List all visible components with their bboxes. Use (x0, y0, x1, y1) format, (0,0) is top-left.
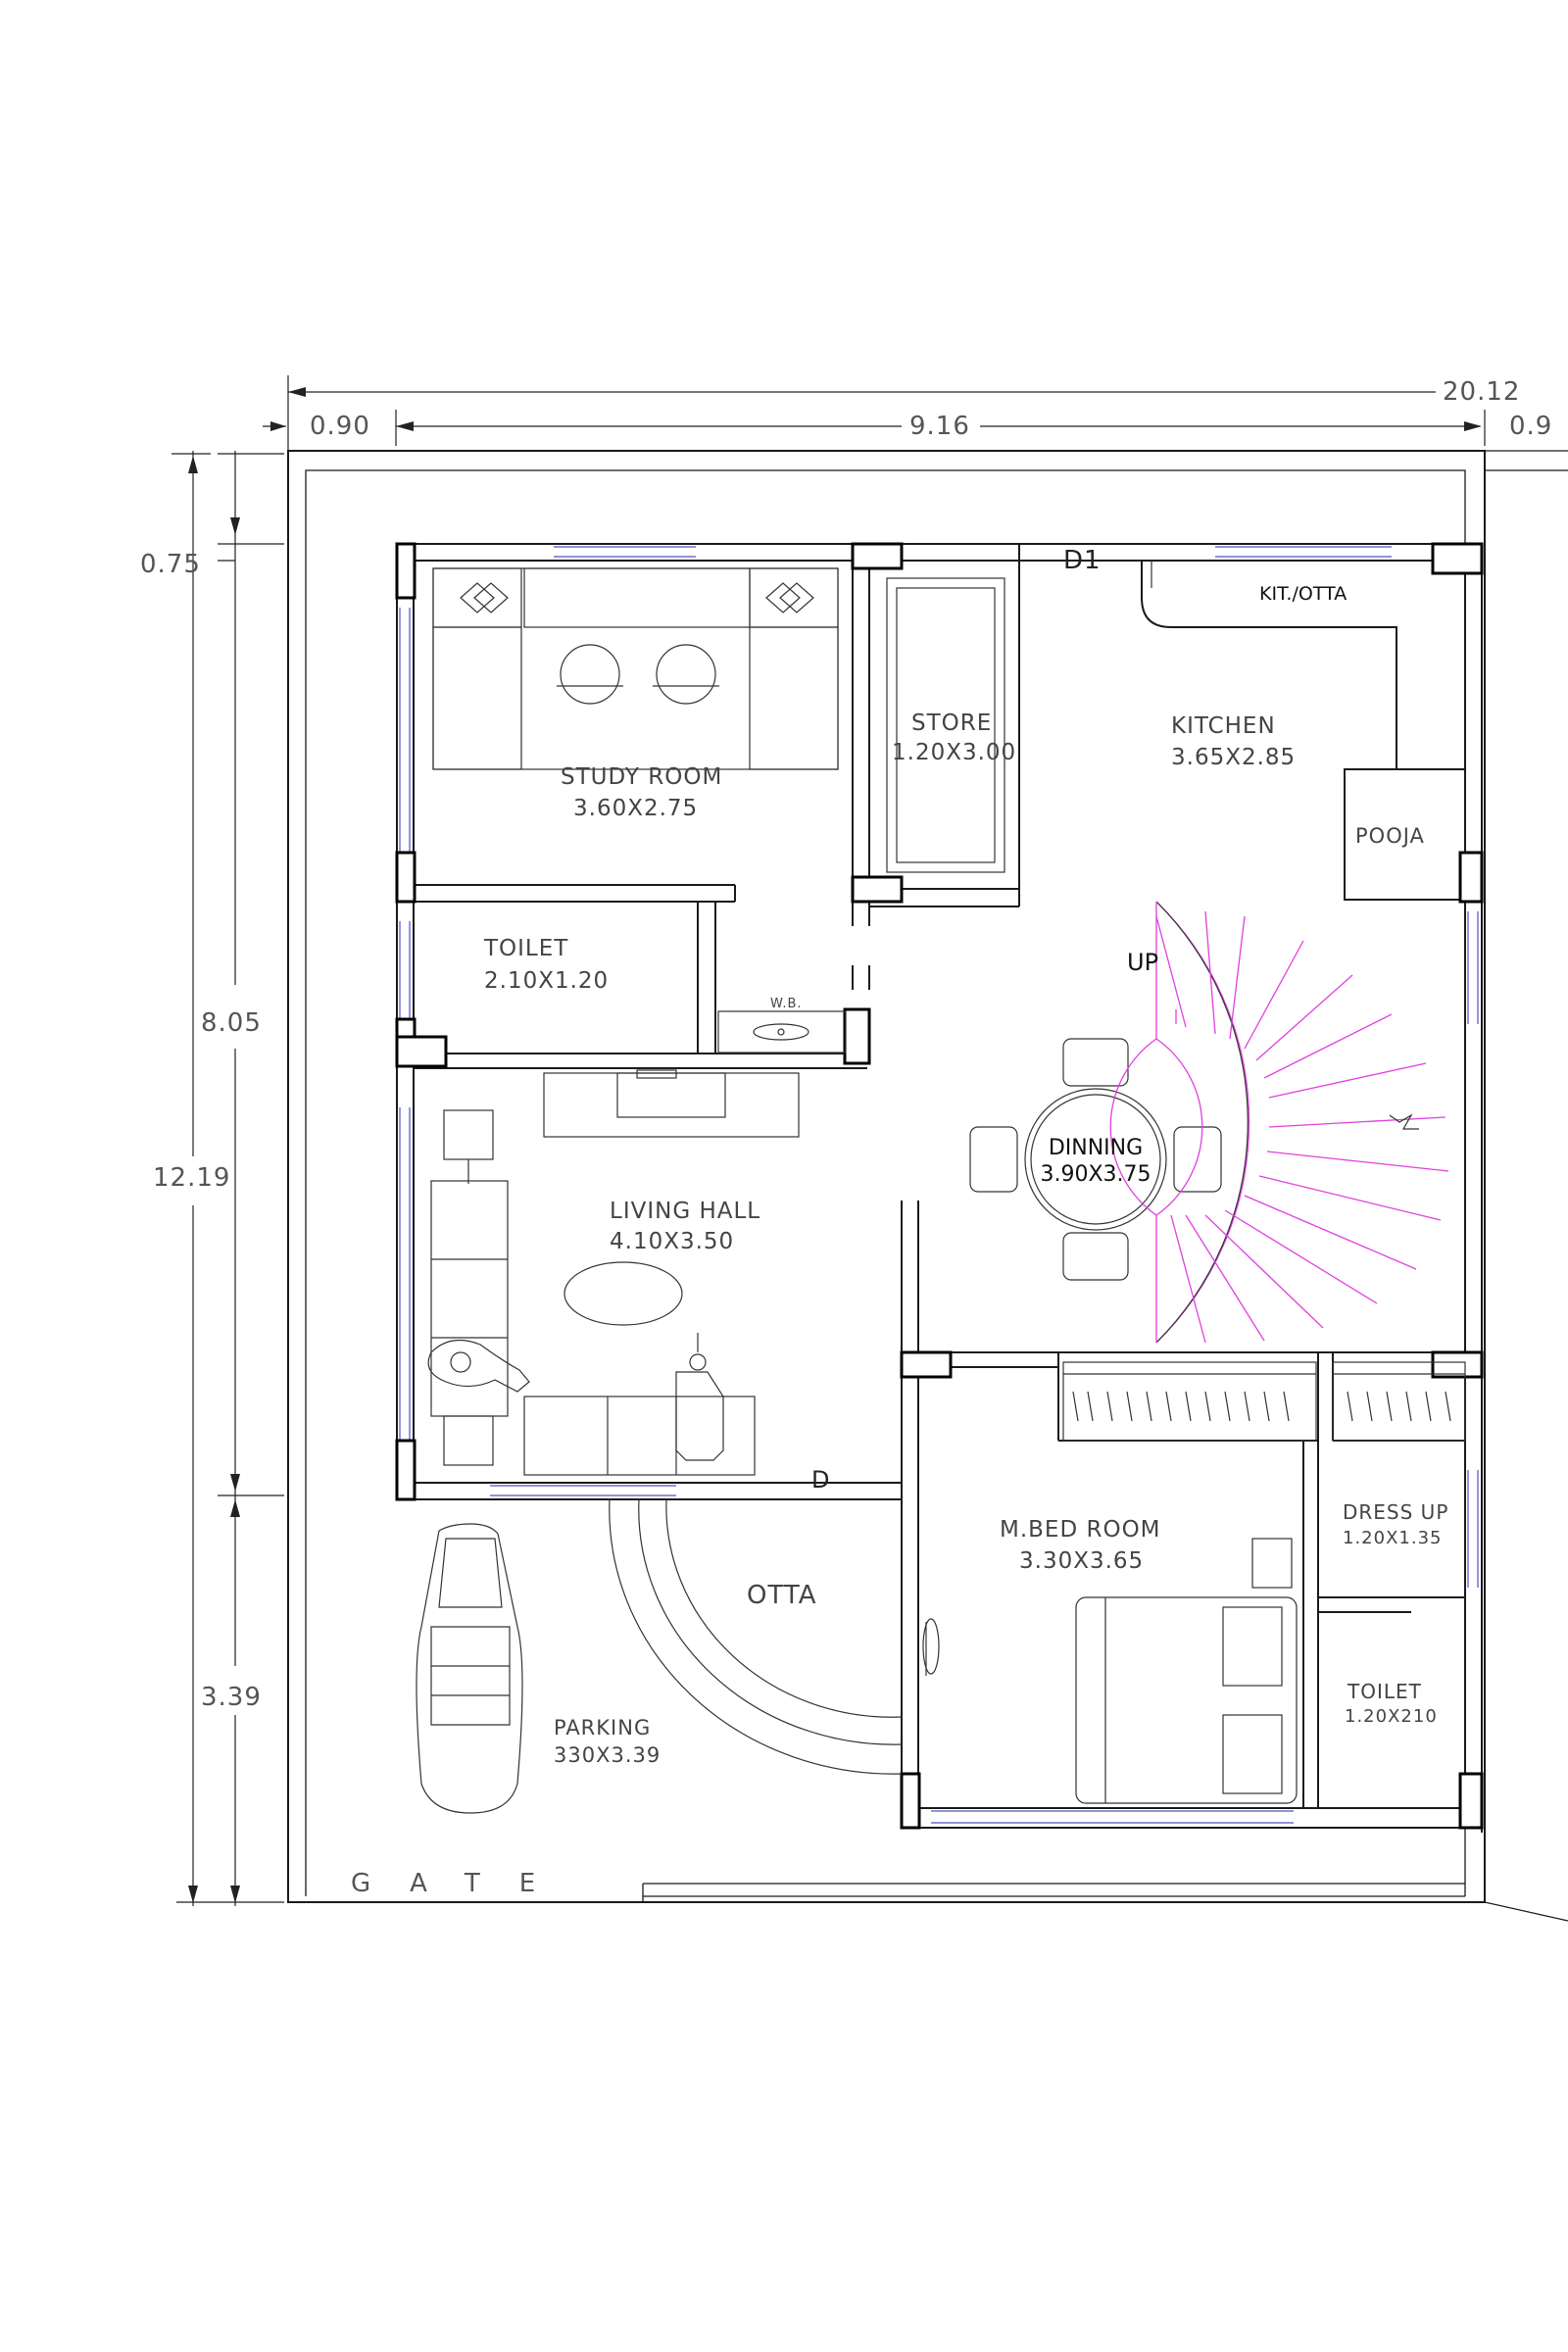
living-name: LIVING HALL (610, 1199, 760, 1224)
gate-label: GATE (351, 1869, 574, 1898)
dimension-lines (172, 375, 1486, 1906)
store-furniture (886, 577, 1005, 873)
parking-name: PARKING (554, 1716, 651, 1740)
dining-table (969, 1038, 1222, 1281)
toilet2-name: TOILET (1347, 1680, 1422, 1703)
store-size: 1.20X3.00 (892, 740, 1016, 765)
study-size: 3.60X2.75 (573, 796, 698, 821)
wb-label: W.B. (770, 997, 803, 1011)
toilet1-name: TOILET (483, 936, 568, 961)
spiral-staircase (1109, 901, 1449, 1344)
wardrobes (1062, 1361, 1466, 1442)
pooja-label: POOJA (1355, 824, 1425, 848)
dress-size: 1.20X1.35 (1343, 1528, 1443, 1548)
kitchen-size: 3.65X2.85 (1171, 745, 1296, 770)
dim-overall-width: 20.12 (1443, 377, 1520, 407)
study-name: STUDY ROOM (561, 764, 722, 790)
dim-left-setback: 0.90 (310, 412, 370, 441)
door-d1: D1 (1063, 546, 1102, 575)
dim-plot-width: 9.16 (909, 412, 970, 441)
store-name: STORE (911, 710, 992, 736)
toilet2-size: 1.20X210 (1345, 1706, 1438, 1727)
dim-rear-depth: 3.39 (201, 1683, 262, 1712)
mbed-size: 3.30X3.65 (1019, 1548, 1144, 1574)
toilet1-size: 2.10X1.20 (484, 968, 609, 994)
dinning-size: 3.90X3.75 (1040, 1162, 1151, 1187)
dress-name: DRESS UP (1343, 1500, 1448, 1524)
study-furniture (432, 567, 839, 770)
otta-label: OTTA (747, 1581, 817, 1610)
living-size: 4.10X3.50 (610, 1229, 734, 1254)
kitchen-name: KITCHEN (1171, 713, 1276, 739)
kit-otta-label: KIT./OTTA (1259, 583, 1347, 605)
door-d: D (811, 1466, 830, 1494)
dim-house-depth: 8.05 (201, 1008, 262, 1038)
toilet1-furniture (717, 1010, 847, 1054)
parking-size: 330X3.39 (554, 1743, 661, 1767)
parking-area (416, 1498, 903, 1814)
living-furniture (427, 1069, 800, 1476)
mbed-name: M.BED ROOM (1000, 1517, 1161, 1543)
dim-front-setback: 0.75 (140, 550, 201, 579)
columns (395, 542, 1484, 1830)
stair-up-label: UP (1127, 949, 1158, 976)
bedroom-furniture (922, 1538, 1298, 1804)
dinning-name: DINNING (1049, 1136, 1143, 1160)
house-walls (396, 543, 1483, 1833)
windows (399, 546, 1479, 1824)
dim-overall-depth: 12.19 (153, 1163, 230, 1193)
dim-right-partial: 0.9 (1509, 412, 1552, 441)
